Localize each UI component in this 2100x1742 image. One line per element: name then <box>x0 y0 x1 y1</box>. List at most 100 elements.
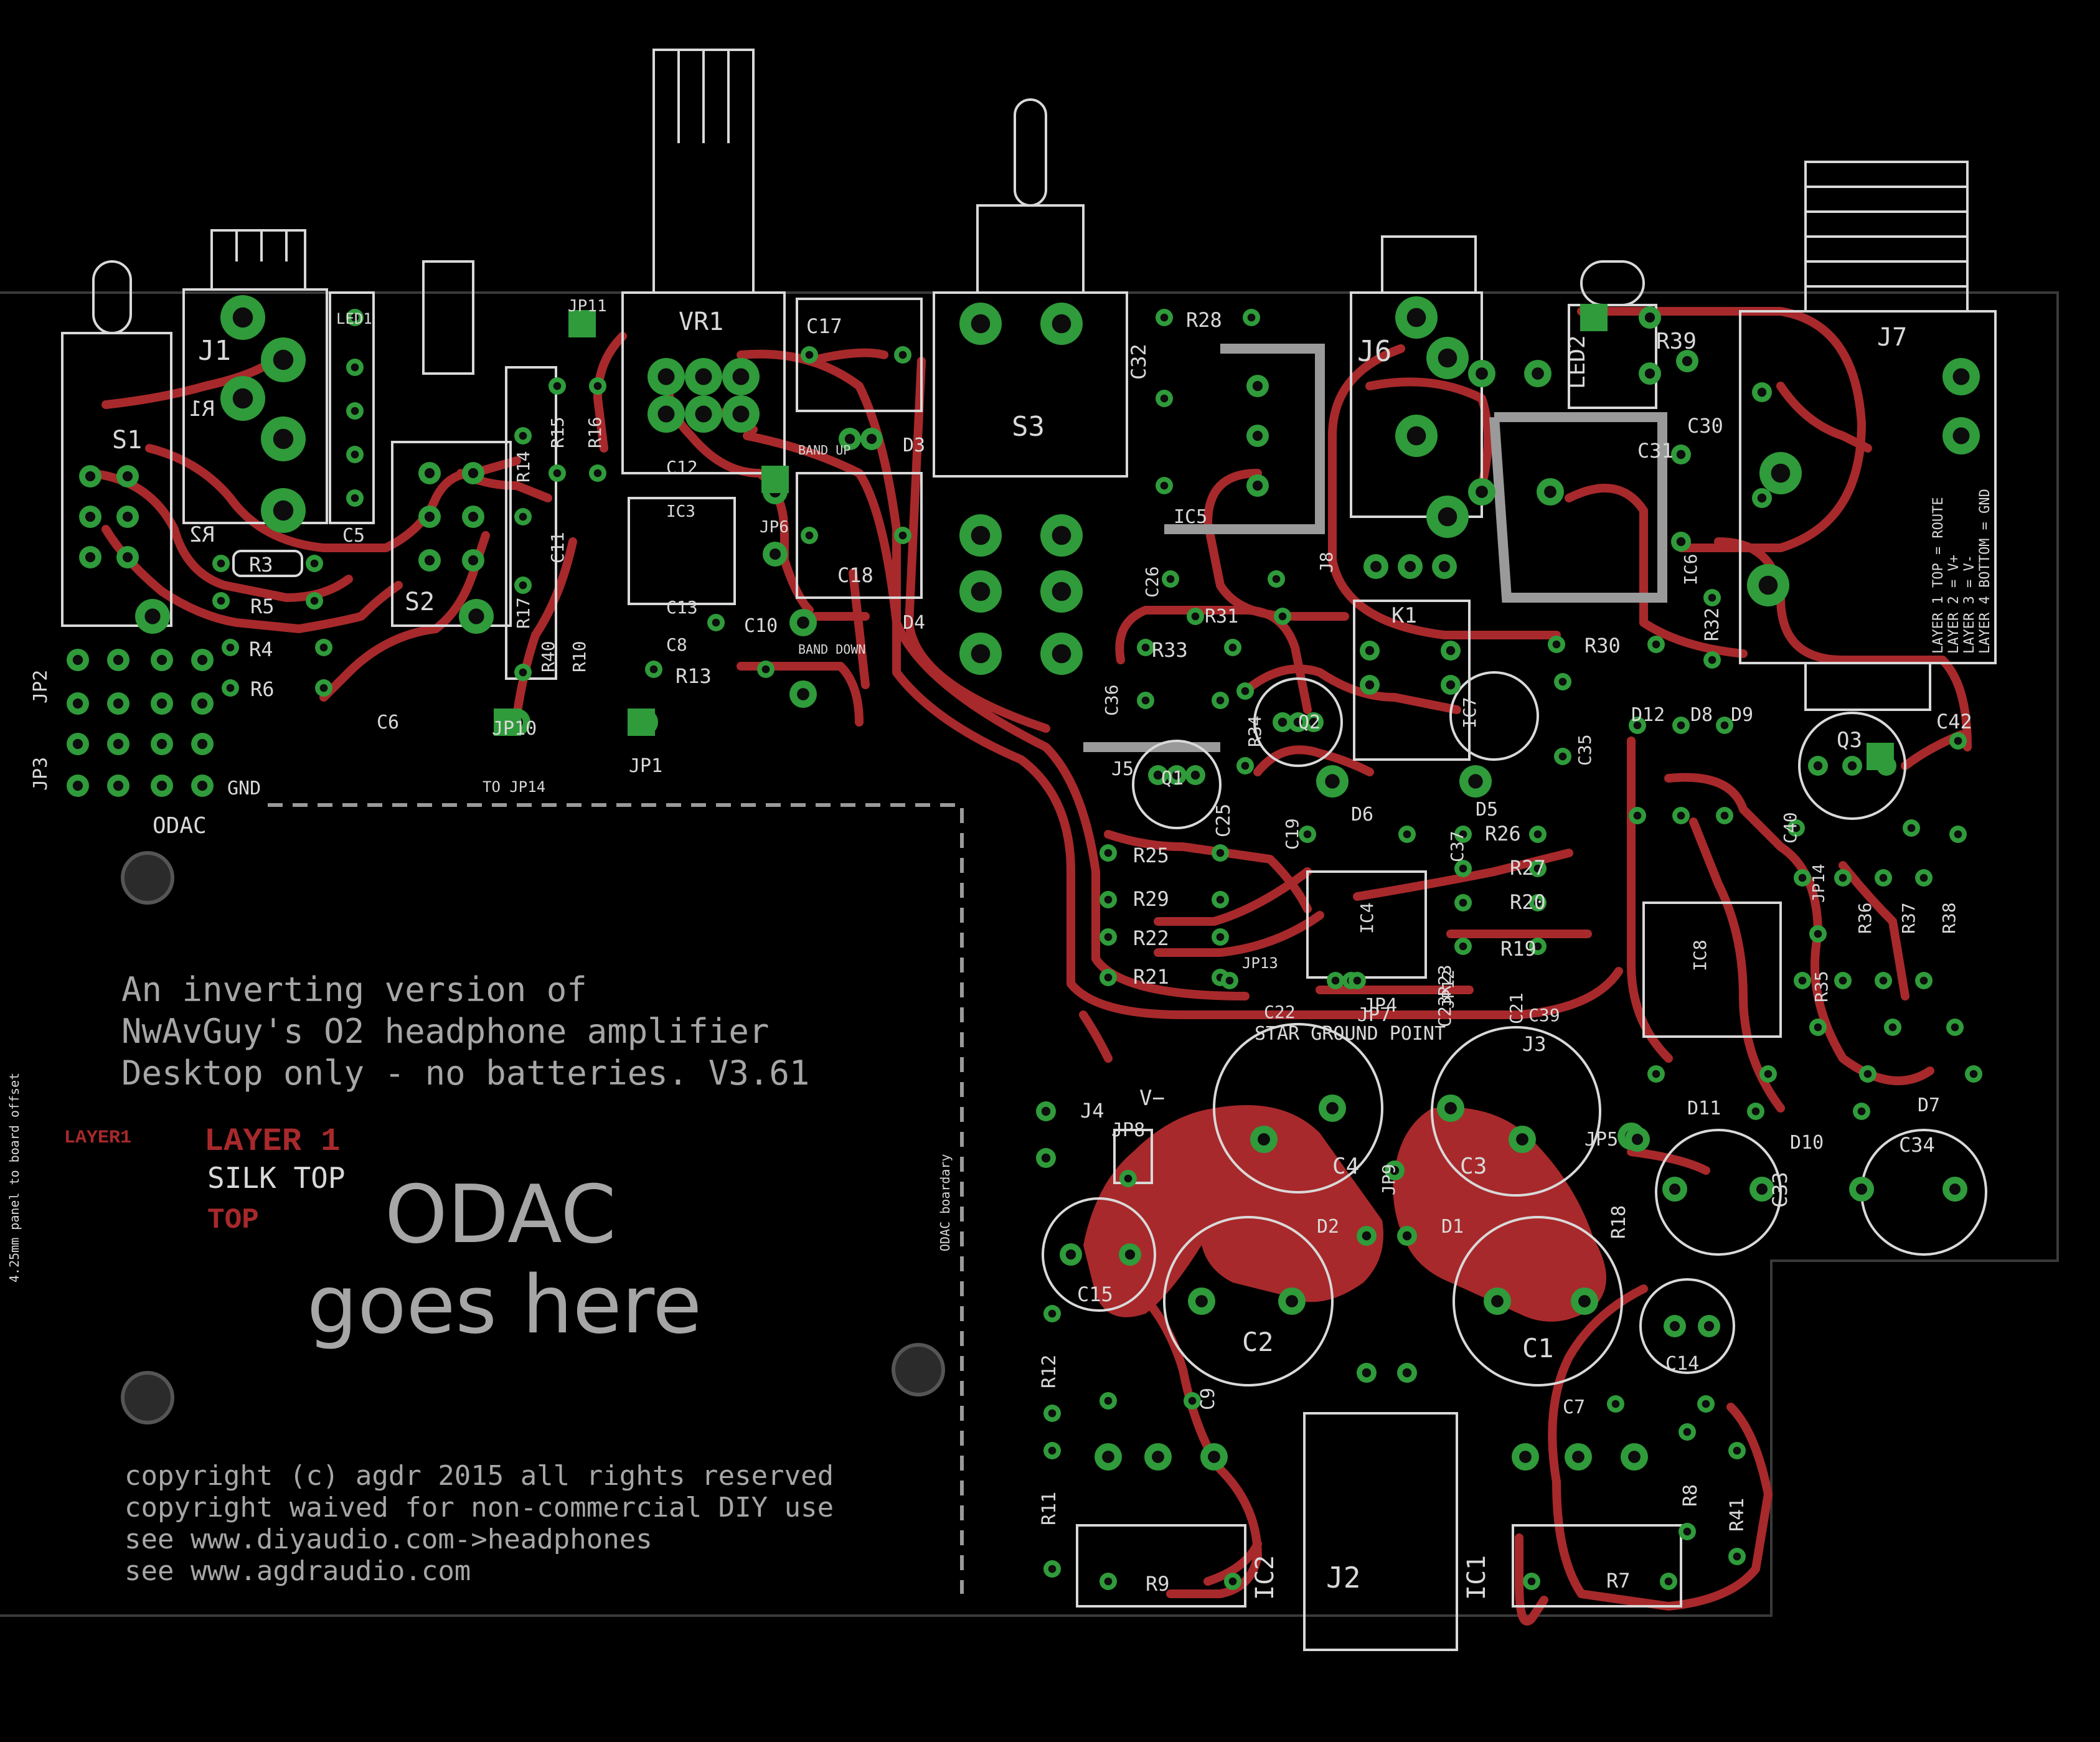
pad <box>1728 1442 1746 1459</box>
star-ground-label: STAR GROUND POINT <box>1255 1023 1446 1045</box>
pad <box>1529 826 1547 843</box>
refdes-r17: R17 <box>513 597 534 629</box>
pad <box>1156 390 1173 407</box>
band-down-label: BAND DOWN <box>798 642 865 657</box>
refdes-r20: R20 <box>1510 890 1546 914</box>
refdes-jp6: JP6 <box>760 518 789 537</box>
pad <box>1484 1288 1511 1315</box>
pad <box>1679 1423 1696 1441</box>
pad <box>1676 350 1698 372</box>
refdes-r25: R25 <box>1133 844 1169 867</box>
refdes-jp5: JP5 <box>1584 1129 1618 1151</box>
note-line-3: Desktop only - no batteries. V3.61 <box>121 1053 809 1093</box>
pad <box>1119 1243 1141 1266</box>
refdes-r6: R6 <box>250 677 275 701</box>
pad <box>67 692 89 715</box>
refdes-jp2: JP2 <box>30 670 52 704</box>
refdes-d8: D8 <box>1690 704 1713 726</box>
refdes-jp4: JP4 <box>1363 995 1397 1017</box>
odac-subtitle: goes here <box>307 1259 702 1352</box>
pad <box>1662 1177 1687 1202</box>
refdes-r11: R11 <box>1038 1492 1060 1525</box>
pad <box>589 464 606 482</box>
refdes-r5: R5 <box>250 595 275 618</box>
pad <box>1639 306 1661 329</box>
refdes-c18: C18 <box>837 563 873 587</box>
pad <box>1363 554 1388 579</box>
square-pad <box>494 709 521 736</box>
refdes-j1: J1 <box>198 335 231 367</box>
refdes-c37: C37 <box>1447 831 1467 862</box>
note-line-2: NwAvGuy's O2 headphone amplifier <box>121 1012 769 1051</box>
refdes-c40: C40 <box>1780 812 1801 844</box>
refdes-c12: C12 <box>666 457 698 478</box>
refdes-c1: C1 <box>1522 1333 1554 1363</box>
pad <box>647 358 685 395</box>
pad <box>1571 1288 1598 1315</box>
refdes-r23: R23 <box>1434 964 1455 996</box>
pad <box>107 692 129 715</box>
refdes-jp11: JP11 <box>568 297 607 316</box>
pad <box>1946 1019 1964 1036</box>
pad <box>67 649 89 671</box>
pad <box>1759 452 1802 494</box>
pad <box>1099 928 1117 946</box>
pad <box>1728 1548 1746 1565</box>
pad <box>1548 636 1565 653</box>
pad <box>1316 765 1349 798</box>
pad <box>1099 969 1117 986</box>
refdes-r31: R31 <box>1205 606 1238 628</box>
svg-text:LAYER 2 = V+: LAYER 2 = V+ <box>1946 555 1962 654</box>
refdes-r10: R10 <box>569 641 590 672</box>
pad <box>1167 765 1187 785</box>
pad <box>1671 532 1691 552</box>
pad <box>1647 1065 1665 1083</box>
refdes-c36: C36 <box>1101 684 1122 716</box>
pad <box>1454 938 1472 955</box>
pad <box>1884 1019 1901 1036</box>
pad <box>1565 1443 1592 1471</box>
pad <box>1221 972 1238 989</box>
refdes-ic6: IC6 <box>1680 553 1701 585</box>
pad <box>1246 375 1269 397</box>
pad <box>1036 1148 1056 1168</box>
refdes-q2: Q2 <box>1298 712 1321 733</box>
square-pad <box>1580 304 1608 331</box>
pad <box>1398 554 1423 579</box>
refdes-vr1: VR1 <box>679 308 723 336</box>
refdes-ic8: IC8 <box>1690 939 1710 971</box>
refdes-r8: R8 <box>1680 1484 1702 1507</box>
pad <box>1834 972 1852 989</box>
pad <box>151 774 173 797</box>
refdes-jp1: JP1 <box>629 755 662 777</box>
odac-boundary-label: ODAC boardary <box>938 1154 953 1251</box>
pad <box>222 639 239 656</box>
refdes-led2: LED2 <box>1565 335 1590 389</box>
pad <box>1188 1288 1215 1315</box>
pad <box>1236 682 1254 700</box>
refdes-r32: R32 <box>1702 608 1723 641</box>
pad <box>1274 608 1291 625</box>
pad <box>1278 1288 1306 1315</box>
pad <box>1441 641 1461 661</box>
pad <box>894 527 911 544</box>
refdes-r26: R26 <box>1485 822 1521 845</box>
pad <box>1162 570 1179 588</box>
refdes-d4: D4 <box>903 612 925 634</box>
pad <box>79 506 101 528</box>
pad <box>261 337 306 382</box>
pad <box>107 774 129 797</box>
svg-text:LAYER 4 BOTTOM = GND: LAYER 4 BOTTOM = GND <box>1977 489 1993 654</box>
refdes-c35: C35 <box>1575 734 1595 766</box>
pad <box>1664 1315 1686 1337</box>
pad <box>67 774 89 797</box>
pad <box>1099 1392 1117 1410</box>
refdes-j4: J4 <box>1080 1099 1104 1123</box>
pad <box>1304 712 1324 732</box>
refdes-c15: C15 <box>1077 1283 1113 1306</box>
svg-text:LAYER 1 TOP = ROUTE: LAYER 1 TOP = ROUTE <box>1931 497 1946 654</box>
silkscreen-outlines <box>61 49 1997 1651</box>
pad <box>191 692 214 715</box>
refdes-mirrored-r1: R1 <box>189 397 215 421</box>
pad <box>1043 1405 1061 1422</box>
